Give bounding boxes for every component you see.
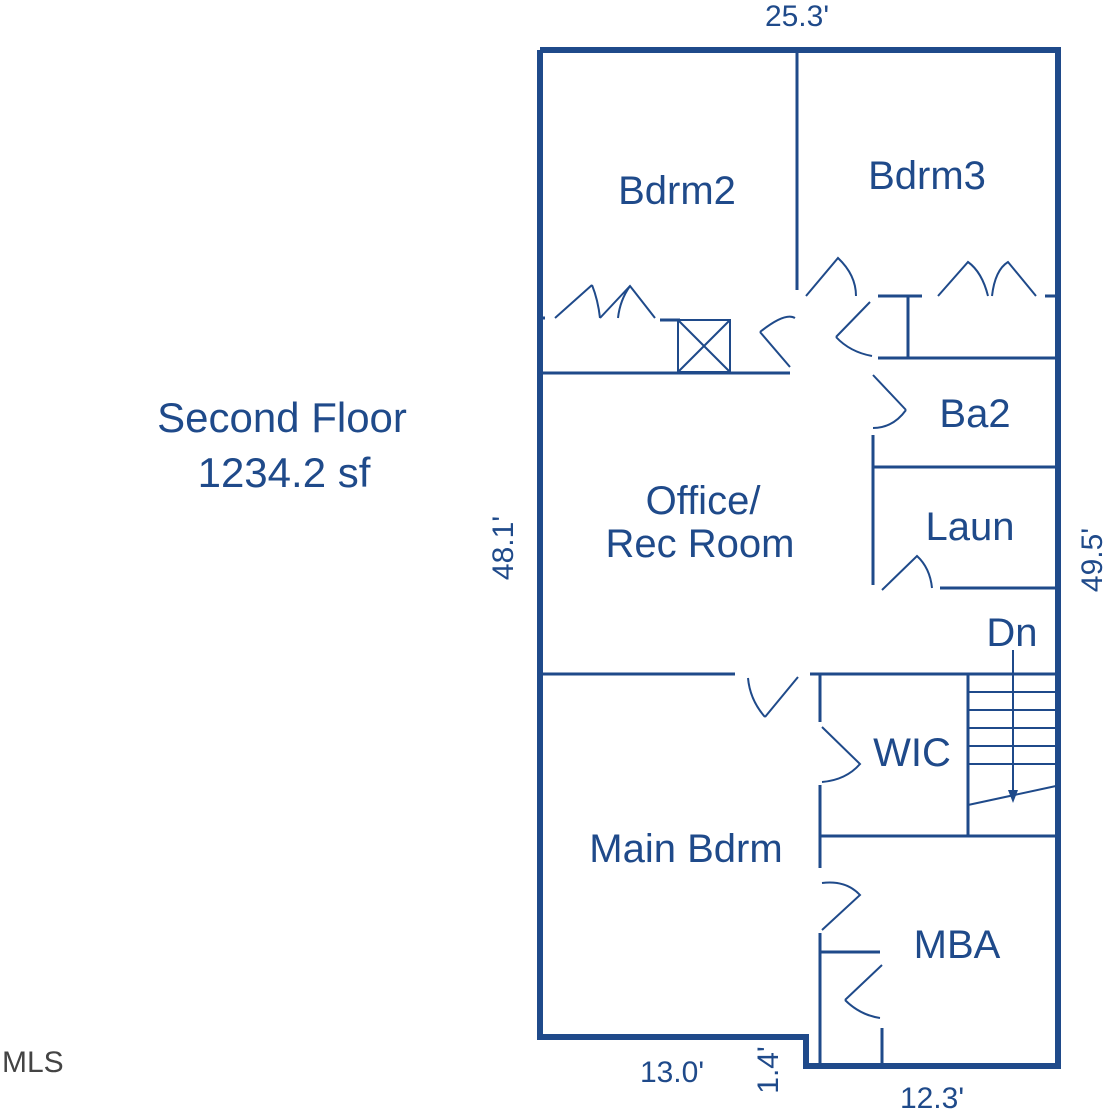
exterior-wall (537, 47, 1061, 1069)
door-laun (881, 554, 933, 591)
door-ba2 (872, 374, 907, 429)
dim-left: 48.1' (487, 516, 520, 580)
label-main-bdrm: Main Bdrm (589, 827, 782, 871)
stairs (967, 650, 1057, 806)
label-dn: Dn (986, 611, 1037, 655)
doors (554, 256, 1037, 1019)
label-rec-room: Rec Room (606, 522, 795, 566)
floor-name: Second Floor (157, 394, 407, 441)
floor-area: 1234.2 sf (198, 449, 371, 496)
door-wic (821, 726, 862, 783)
closet-door-bdrm3 (937, 260, 1037, 297)
door-bdrm3 (805, 256, 857, 297)
dim-bottom-step: 1.4' (752, 1046, 785, 1093)
door-mba (821, 881, 862, 931)
closet-door-bdrm2 (554, 284, 656, 319)
door-bdrm2 (759, 315, 796, 368)
label-mba: MBA (914, 923, 1001, 967)
dim-bottom-left: 13.0' (640, 1056, 704, 1089)
door-hall (835, 301, 873, 357)
room-labels: Bdrm2 Bdrm3 Ba2 Office/ Rec Room Laun Dn… (589, 154, 1037, 967)
dimension-labels: 25.3' 48.1' 49.5' 13.0' 1.4' 12.3' (487, 0, 1104, 1112)
label-office: Office/ (646, 479, 762, 523)
dim-top: 25.3' (765, 0, 829, 33)
stairs-arrowhead (1008, 790, 1018, 803)
label-bdrm2: Bdrm2 (618, 169, 736, 213)
outer-walls (537, 47, 1061, 1069)
label-laun: Laun (926, 505, 1015, 549)
label-ba2: Ba2 (939, 392, 1010, 436)
door-mba-inner (844, 964, 883, 1019)
mls-logo-text: MLS (2, 1046, 64, 1079)
label-wic: WIC (873, 731, 951, 775)
door-main-bdrm (747, 676, 799, 718)
floor-title: Second Floor 1234.2 sf (157, 394, 407, 496)
attic-access-icon (677, 319, 731, 373)
dim-right: 49.5' (1076, 528, 1104, 592)
interior-walls (542, 52, 1056, 1064)
label-bdrm3: Bdrm3 (868, 154, 986, 198)
mls-logo: MLS (2, 1046, 64, 1079)
dim-bottom-right: 12.3' (900, 1082, 964, 1112)
